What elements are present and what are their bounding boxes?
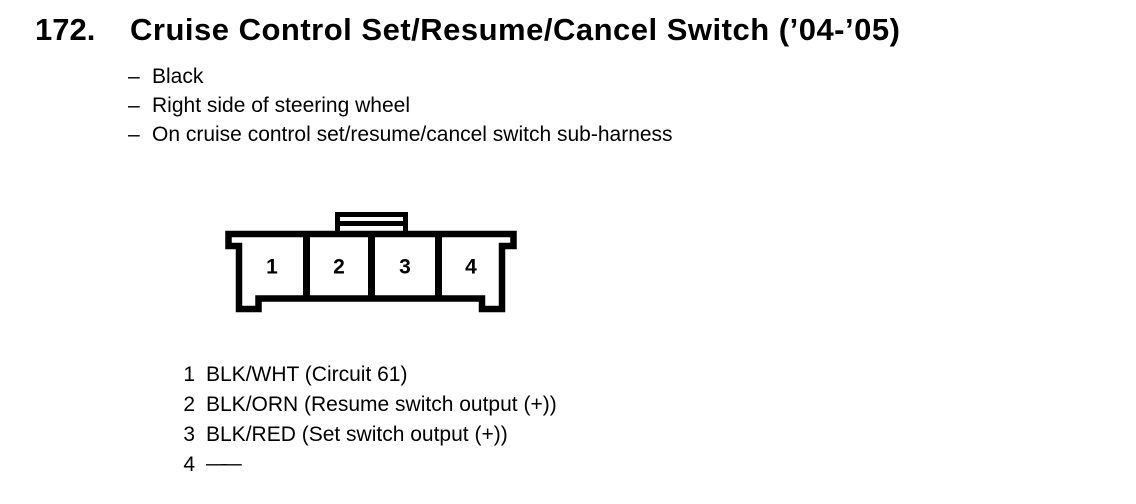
section-heading: 172. Cruise Control Set/Resume/Cancel Swi… (35, 12, 900, 48)
pin-number: 2 (183, 393, 195, 416)
note-line: –Right side of steering wheel (128, 91, 673, 120)
pin-number: 1 (183, 363, 195, 386)
cavity-number-2: 2 (333, 256, 345, 279)
cavity-number-1: 1 (266, 256, 278, 279)
note-line: –On cruise control set/resume/cancel swi… (128, 120, 673, 149)
pin-number: 3 (183, 423, 195, 446)
pin-row: 4 —— (182, 450, 557, 480)
dash-bullet: – (128, 123, 140, 146)
wire-description-empty: —— (206, 452, 242, 475)
note-line: –Black (128, 62, 673, 91)
wire-description: BLK/RED (Set switch output (+)) (206, 423, 508, 446)
cavity-number-3: 3 (399, 256, 411, 279)
wire-description: BLK/ORN (Resume switch output (+)) (206, 393, 557, 416)
connector-notes: –Black –Right side of steering wheel –On… (128, 62, 673, 149)
pin-number: 4 (183, 453, 195, 476)
note-text: On cruise control set/resume/cancel swit… (152, 123, 673, 146)
connector-drawing-svg: 1 2 3 4 (225, 212, 517, 313)
note-text: Right side of steering wheel (152, 94, 410, 117)
section-number: 172. (35, 12, 96, 47)
page-title: Cruise Control Set/Resume/Cancel Switch … (130, 12, 901, 47)
cavity-number-4: 4 (465, 256, 477, 279)
pin-row: 2 BLK/ORN (Resume switch output (+)) (182, 390, 557, 420)
connector-diagram: 1 2 3 4 (200, 200, 530, 325)
dash-bullet: – (128, 94, 140, 117)
note-text: Black (152, 65, 204, 88)
dash-bullet: – (128, 65, 140, 88)
pin-row: 3 BLK/RED (Set switch output (+)) (182, 420, 557, 450)
connector-lock-tab (335, 212, 408, 237)
pin-row: 1 BLK/WHT (Circuit 61) (182, 360, 557, 390)
pin-legend: 1 BLK/WHT (Circuit 61) 2 BLK/ORN (Resume… (182, 360, 557, 480)
wire-description: BLK/WHT (Circuit 61) (206, 363, 408, 386)
